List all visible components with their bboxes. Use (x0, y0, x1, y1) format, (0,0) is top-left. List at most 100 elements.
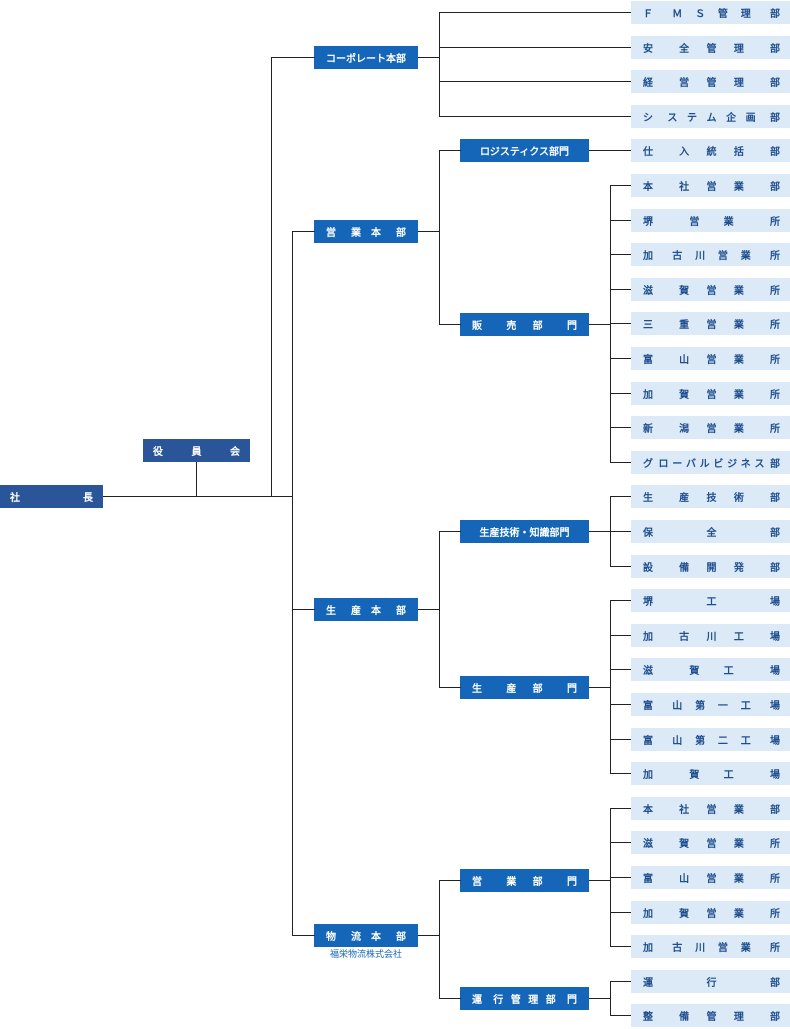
hq-corporate: コーポレート本部 (314, 45, 418, 69)
dept-box: 富山営業所 (631, 865, 790, 889)
connector-line (610, 220, 632, 221)
connector-line (610, 358, 632, 359)
connector-line (439, 116, 632, 117)
connector-line (610, 496, 632, 497)
connector-line (418, 609, 440, 610)
dept-box: 運行部 (631, 969, 790, 993)
connector-line (292, 935, 315, 936)
connector-line (610, 842, 632, 843)
dept-box: 滋賀営業所 (631, 277, 790, 301)
connector-line (271, 57, 272, 497)
dept-box: グローバルビジネス部 (631, 450, 790, 474)
dept-box: 三重営業所 (631, 311, 790, 335)
division-box: 運行管理部門 (460, 986, 589, 1010)
dept-box: 堺工場 (631, 588, 790, 612)
connector-line (610, 877, 632, 878)
connector-line (610, 566, 632, 567)
connector-line (292, 231, 315, 232)
dept-box: システム企画部 (631, 104, 790, 128)
dept-box: 設備開発部 (631, 554, 790, 578)
dept-box: 滋賀営業所 (631, 830, 790, 854)
division-box: 営業部門 (460, 868, 589, 892)
division-box: 販売部門 (460, 312, 589, 336)
connector-line (292, 609, 315, 610)
connector-line (439, 998, 461, 999)
connector-line (610, 704, 632, 705)
dept-box: 経営管理部 (631, 69, 790, 93)
connector-line (610, 600, 632, 601)
dept-box: 加古川営業所 (631, 934, 790, 958)
connector-line (610, 739, 632, 740)
dept-box: 滋賀工場 (631, 657, 790, 681)
connector-line (610, 912, 632, 913)
connector-line (439, 324, 461, 325)
dept-box: 加賀工場 (631, 761, 790, 785)
dept-box: 堺営業所 (631, 208, 790, 232)
dept-box: 安全管理部 (631, 35, 790, 59)
connector-line (439, 880, 461, 881)
dept-box: 本社営業部 (631, 173, 790, 197)
connector-line (610, 600, 611, 774)
connector-line (439, 687, 461, 688)
connector-line (610, 462, 632, 463)
connector-line (439, 47, 632, 48)
connector-line (610, 185, 611, 463)
dept-box: 加賀営業所 (631, 381, 790, 405)
dept-box: 富山第二工場 (631, 727, 790, 751)
dept-box: 富山営業所 (631, 346, 790, 370)
division-box: 生産部門 (460, 675, 589, 699)
dept-box: 仕入統括部 (631, 138, 790, 162)
division-box: ロジスティクス部門 (460, 138, 589, 162)
dept-box: 本社営業部 (631, 796, 790, 820)
division-box: 生産技術・知識部門 (460, 519, 589, 543)
connector-line (589, 998, 611, 999)
connector-line (439, 880, 440, 999)
hq-production: 生産本部 (314, 597, 418, 621)
dept-box: 加古川工場 (631, 623, 790, 647)
connector-line (610, 1015, 632, 1016)
connector-line (610, 323, 632, 324)
dept-box: 新潟営業所 (631, 415, 790, 439)
dept-box: 整備管理部 (631, 1003, 790, 1027)
connector-line (103, 496, 293, 497)
connector-line (418, 935, 440, 936)
connector-line (610, 981, 632, 982)
connector-line (610, 393, 632, 394)
connector-line (418, 57, 440, 58)
connector-line (610, 773, 632, 774)
connector-line (610, 635, 632, 636)
hq-sales: 営業本部 (314, 219, 418, 243)
connector-line (439, 81, 632, 82)
connector-line (610, 289, 632, 290)
dept-box: 生産技術部 (631, 484, 790, 508)
board-box: 役員会 (143, 438, 250, 462)
connector-line (589, 880, 611, 881)
dept-box: 富山第一工場 (631, 692, 790, 716)
dept-box: 加賀営業所 (631, 900, 790, 924)
logistics-hq-subtitle: 福栄物流株式会社 (329, 950, 402, 960)
connector-line (439, 531, 461, 532)
connector-line (589, 687, 611, 688)
connector-line (610, 981, 611, 1016)
connector-line (292, 231, 293, 936)
connector-line (610, 531, 632, 532)
connector-line (589, 324, 611, 325)
connector-line (589, 150, 611, 151)
connector-line (589, 531, 611, 532)
hq-logistics: 物流本部 (314, 923, 418, 947)
connector-line (439, 150, 440, 325)
connector-line (196, 461, 197, 497)
connector-line (439, 12, 440, 117)
connector-line (610, 427, 632, 428)
connector-line (610, 185, 632, 186)
dept-box: 保全部 (631, 519, 790, 543)
connector-line (271, 57, 315, 58)
connector-line (439, 531, 440, 688)
dept-box: 加古川営業所 (631, 242, 790, 266)
connector-line (610, 946, 632, 947)
connector-line (610, 669, 632, 670)
connector-line (418, 231, 440, 232)
connector-line (610, 254, 632, 255)
